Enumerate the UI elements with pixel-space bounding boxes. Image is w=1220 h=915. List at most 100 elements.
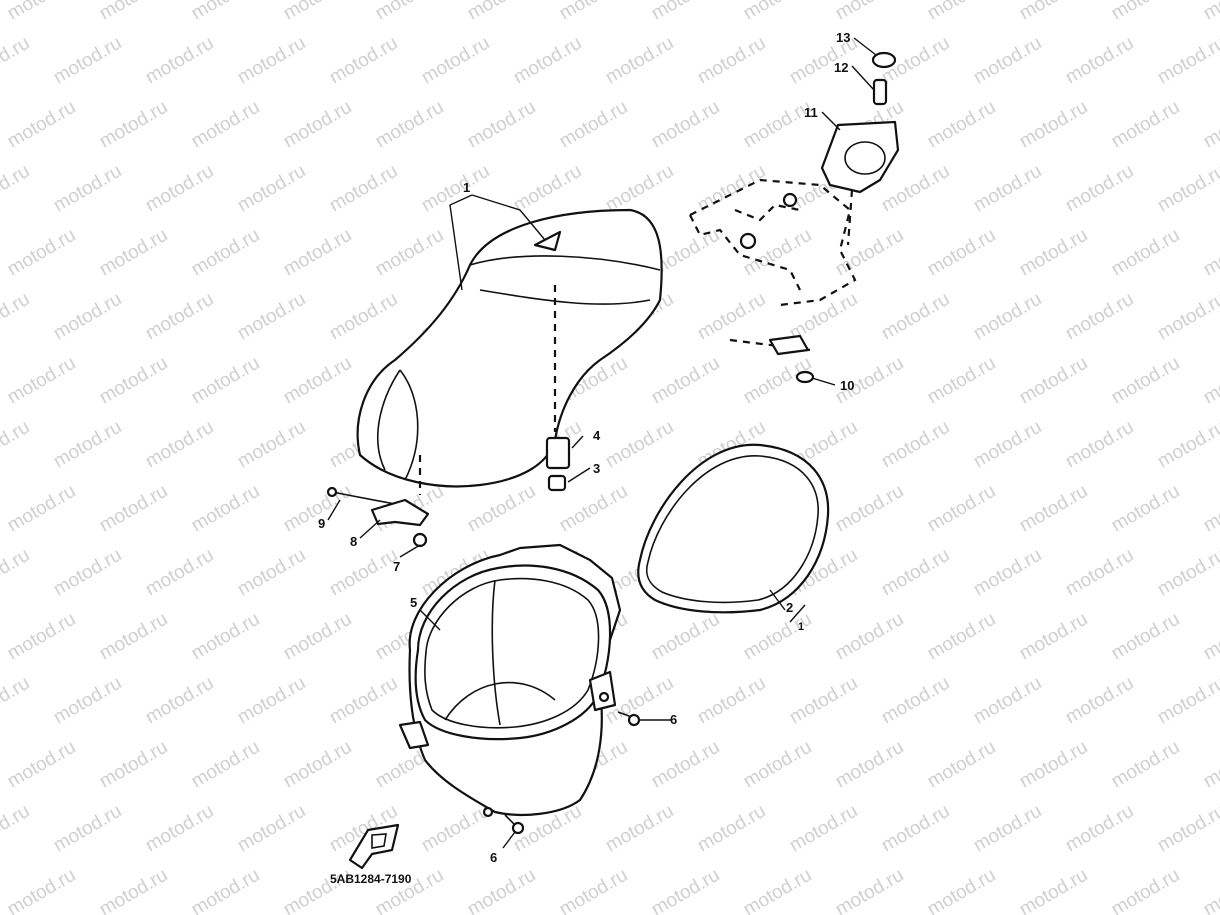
watermark-text: motod.ru: [280, 97, 355, 153]
watermark-text: motod.ru: [1108, 97, 1183, 153]
diagram-code: 5AB1284-7190: [330, 872, 412, 886]
watermark-text: motod.ru: [556, 97, 631, 153]
watermark-text: motod.ru: [0, 801, 33, 857]
watermark-text: motod.ru: [188, 609, 263, 665]
watermark-text: motod.ru: [4, 481, 79, 537]
watermark-text: motod.ru: [970, 289, 1045, 345]
watermark-text: motod.ru: [924, 97, 999, 153]
watermark-text: motod.ru: [878, 161, 953, 217]
watermark-text: motod.ru: [832, 865, 907, 915]
callout-6-a: 6: [670, 712, 677, 727]
watermark-text: motod.ru: [740, 737, 815, 793]
watermark-text: motod.ru: [0, 161, 33, 217]
watermark-text: motod.ru: [556, 865, 631, 915]
watermark-text: motod.ru: [924, 0, 999, 24]
watermark-text: motod.ru: [234, 33, 309, 89]
watermark-text: motod.ru: [1062, 545, 1137, 601]
watermark-text: motod.ru: [510, 161, 585, 217]
watermark-text: motod.ru: [602, 161, 677, 217]
watermark-text: motod.ru: [234, 289, 309, 345]
watermark-text: motod.ru: [1200, 225, 1220, 281]
watermark-text: motod.ru: [1062, 33, 1137, 89]
watermark-text: motod.ru: [326, 289, 401, 345]
watermark-text: motod.ru: [372, 97, 447, 153]
watermark-text: motod.ru: [1108, 225, 1183, 281]
watermark-text: motod.ru: [556, 0, 631, 24]
lock-cap: [871, 51, 897, 69]
watermark-text: motod.ru: [832, 609, 907, 665]
watermark-text: motod.ru: [924, 225, 999, 281]
watermark-text: motod.ru: [326, 161, 401, 217]
seat-spring: [545, 436, 571, 470]
watermark-text: motod.ru: [1108, 865, 1183, 915]
watermark-text: motod.ru: [1200, 353, 1220, 409]
watermark-text: motod.ru: [740, 0, 815, 24]
watermark-text: motod.ru: [970, 673, 1045, 729]
callout-3: 3: [593, 461, 600, 476]
watermark-text: motod.ru: [1062, 673, 1137, 729]
watermark-text: motod.ru: [1062, 289, 1137, 345]
watermark-text: motod.ru: [1154, 161, 1220, 217]
watermark-text: motod.ru: [832, 481, 907, 537]
watermark-text: motod.ru: [0, 673, 33, 729]
watermark-text: motod.ru: [326, 545, 401, 601]
callout-5: 5: [410, 595, 417, 610]
callout-7: 7: [393, 559, 400, 574]
callout-13: 13: [836, 30, 850, 45]
watermark-text: motod.ru: [4, 225, 79, 281]
watermark-text: motod.ru: [234, 673, 309, 729]
watermark-text: motod.ru: [970, 33, 1045, 89]
callout-2-ref-1: 1: [798, 621, 804, 633]
watermark-text: motod.ru: [142, 801, 217, 857]
watermark-text: motod.ru: [0, 33, 33, 89]
watermark-text: motod.ru: [188, 481, 263, 537]
watermark-text: motod.ru: [372, 225, 447, 281]
watermark-text: motod.ru: [924, 737, 999, 793]
watermark-text: motod.ru: [878, 801, 953, 857]
watermark-text: motod.ru: [4, 609, 79, 665]
washer: [795, 370, 815, 384]
storage-box: [398, 543, 622, 818]
watermark-text: motod.ru: [418, 161, 493, 217]
watermark-text: motod.ru: [188, 737, 263, 793]
watermark-text: motod.ru: [96, 481, 171, 537]
watermark-text: motod.ru: [1154, 33, 1220, 89]
watermark-text: motod.ru: [1154, 545, 1220, 601]
watermark-text: motod.ru: [4, 737, 79, 793]
watermark-text: motod.ru: [924, 353, 999, 409]
watermark-text: motod.ru: [280, 609, 355, 665]
watermark-text: motod.ru: [602, 33, 677, 89]
watermark-text: motod.ru: [878, 545, 953, 601]
watermark-text: motod.ru: [970, 801, 1045, 857]
watermark-text: motod.ru: [1108, 353, 1183, 409]
watermark-text: motod.ru: [188, 97, 263, 153]
watermark-text: motod.ru: [326, 33, 401, 89]
watermark-text: motod.ru: [1200, 97, 1220, 153]
watermark-text: motod.ru: [96, 97, 171, 153]
front-direction-arrow: [348, 823, 400, 870]
watermark-text: motod.ru: [464, 865, 539, 915]
watermark-text: motod.ru: [878, 673, 953, 729]
watermark-text: motod.ru: [0, 289, 33, 345]
seat-stopper: [547, 474, 567, 492]
watermark-text: motod.ru: [740, 865, 815, 915]
watermark-text: motod.ru: [4, 97, 79, 153]
watermark-text: motod.ru: [1016, 609, 1091, 665]
watermark-text: motod.ru: [234, 545, 309, 601]
watermark-text: motod.ru: [878, 289, 953, 345]
watermark-text: motod.ru: [50, 33, 125, 89]
screw-6-b: [504, 814, 525, 835]
seat-hinge: [326, 486, 430, 548]
watermark-text: motod.ru: [924, 481, 999, 537]
watermark-text: motod.ru: [234, 161, 309, 217]
watermark-text: motod.ru: [1016, 225, 1091, 281]
watermark-text: motod.ru: [96, 353, 171, 409]
watermark-text: motod.ru: [1108, 481, 1183, 537]
watermark-text: motod.ru: [4, 353, 79, 409]
watermark-text: motod.ru: [1154, 673, 1220, 729]
watermark-text: motod.ru: [648, 737, 723, 793]
watermark-text: motod.ru: [464, 481, 539, 537]
leader-lines: [327, 37, 877, 849]
callout-11: 11: [804, 105, 818, 120]
